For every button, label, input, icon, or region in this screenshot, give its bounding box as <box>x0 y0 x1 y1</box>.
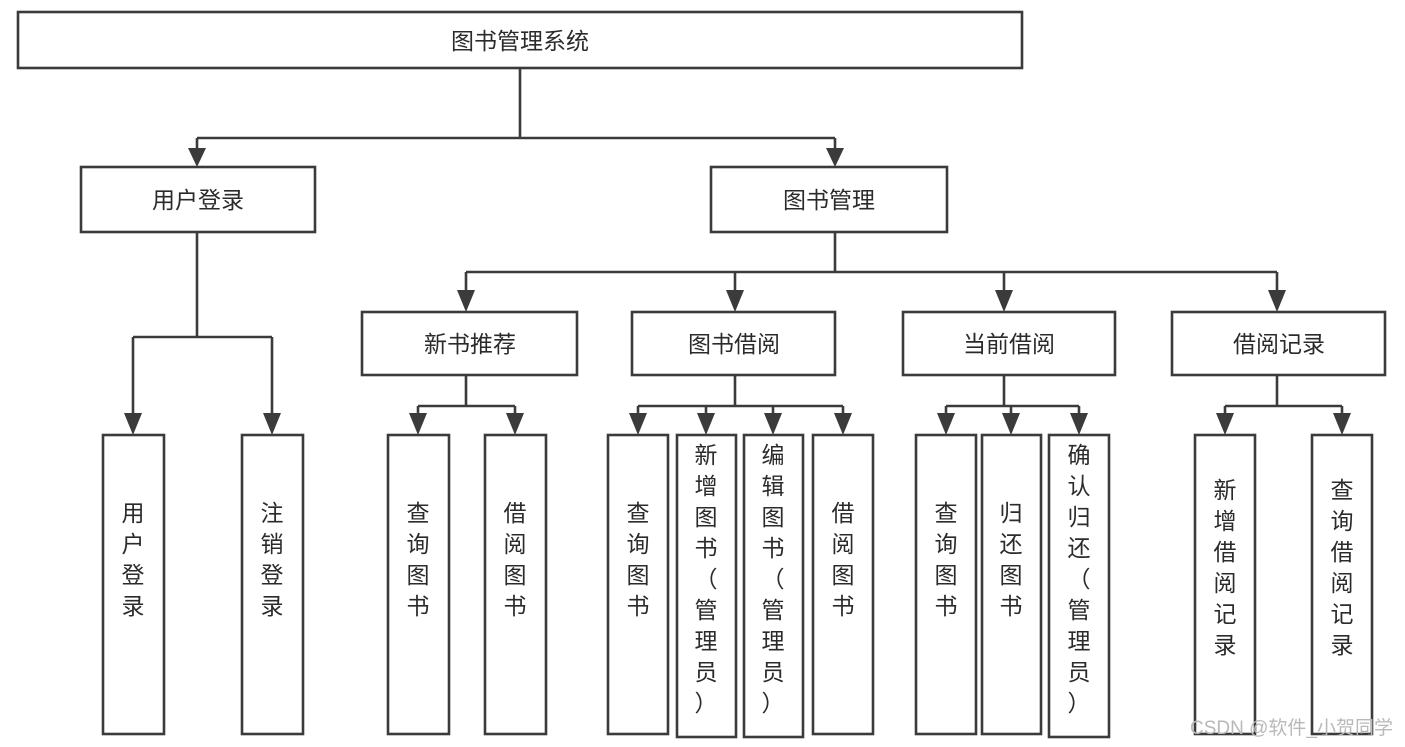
leaf-edit-book[interactable]: 编辑图书（管理员） <box>742 433 805 739</box>
leaf-add-book-label: 新增图书（管理员） <box>695 442 718 716</box>
leaf-borrow-book-1-label: 借阅图书 <box>504 500 527 619</box>
leaf-logout[interactable]: 注销登录 <box>240 433 305 736</box>
arrowhead-leaf-borrow-book-1 <box>506 413 524 435</box>
leaf-add-record[interactable]: 新增借阅记录 <box>1193 433 1257 736</box>
node-borrow-record-label: 借阅记录 <box>1233 331 1325 357</box>
leaf-query-book-3-label: 查询图书 <box>935 500 958 619</box>
leaf-return-book-box[interactable] <box>980 433 1043 736</box>
node-book-borrow-label: 图书借阅 <box>688 331 780 357</box>
leaf-add-record-box[interactable] <box>1193 433 1257 736</box>
arrowhead-leaf-add-book <box>697 413 715 435</box>
leaf-add-book[interactable]: 新增图书（管理员） <box>675 433 738 739</box>
leaf-user-login-box[interactable] <box>101 433 166 736</box>
leaf-query-record-box[interactable] <box>1310 433 1374 736</box>
arrowhead-book-borrow <box>726 290 744 312</box>
arrowhead-leaf-borrow-book-2 <box>834 413 852 435</box>
leaf-query-record[interactable]: 查询借阅记录 <box>1310 433 1374 736</box>
watermark-text: CSDN @软件_小贺同学 <box>1190 717 1393 739</box>
connector-group-user-login <box>124 232 281 435</box>
arrowhead-user-login <box>188 148 206 167</box>
arrowhead-leaf-logout <box>263 413 281 435</box>
leaf-logout-label: 注销登录 <box>261 500 284 619</box>
leaf-user-login-label: 用户登录 <box>122 500 145 619</box>
node-current-borrow-label: 当前借阅 <box>963 331 1055 357</box>
arrowhead-leaf-query-book-1 <box>409 413 427 435</box>
node-borrow-record[interactable]: 借阅记录 <box>1170 310 1387 377</box>
leaf-borrow-book-2[interactable]: 借阅图书 <box>811 433 875 736</box>
leaf-query-book-3-box[interactable] <box>914 433 978 736</box>
leaf-add-book-box[interactable] <box>675 433 738 739</box>
node-root[interactable]: 图书管理系统 <box>16 10 1024 70</box>
leaf-query-book-2[interactable]: 查询图书 <box>606 433 670 736</box>
arrowhead-leaf-return-book <box>1002 413 1020 435</box>
arrowhead-book-manage <box>826 148 844 167</box>
node-current-borrow-box[interactable] <box>901 310 1117 377</box>
arrowhead-leaf-query-book-2 <box>629 413 647 435</box>
leaf-return-book[interactable]: 归还图书 <box>980 433 1043 736</box>
arrowhead-current-borrow <box>995 290 1013 312</box>
arrowhead-leaf-edit-book <box>764 413 782 435</box>
node-book-borrow[interactable]: 图书借阅 <box>630 310 837 377</box>
leaf-return-book-label: 归还图书 <box>1000 500 1023 619</box>
node-user-login-box[interactable] <box>79 165 317 234</box>
connector-group-new-book-recommend <box>409 375 524 435</box>
leaf-borrow-book-1[interactable]: 借阅图书 <box>483 433 548 736</box>
connector-group-root <box>188 68 844 167</box>
connector-group-book-manage <box>457 232 1286 312</box>
arrowhead-leaf-confirm-return <box>1070 413 1088 435</box>
node-new-book-recommend[interactable]: 新书推荐 <box>360 310 579 377</box>
leaf-borrow-book-2-box[interactable] <box>811 433 875 736</box>
arrowhead-new-book-recommend <box>457 290 475 312</box>
leaf-query-book-1[interactable]: 查询图书 <box>386 433 451 736</box>
leaf-borrow-book-1-box[interactable] <box>483 433 548 736</box>
arrowhead-leaf-user-login <box>124 413 142 435</box>
node-book-manage[interactable]: 图书管理 <box>709 165 949 234</box>
node-new-book-recommend-label: 新书推荐 <box>424 331 516 357</box>
node-root-box[interactable] <box>16 10 1024 70</box>
node-user-login-label: 用户登录 <box>152 187 244 213</box>
connector-group-book-borrow <box>629 375 852 435</box>
leaf-add-record-label: 新增借阅记录 <box>1214 477 1237 658</box>
leaf-confirm-return-label: 确认归还（管理员） <box>1068 442 1091 716</box>
arrowhead-leaf-query-book-3 <box>937 413 955 435</box>
leaf-query-book-2-box[interactable] <box>606 433 670 736</box>
leaf-confirm-return[interactable]: 确认归还（管理员） <box>1047 433 1111 739</box>
leaf-edit-book-box[interactable] <box>742 433 805 739</box>
leaf-edit-book-label: 编辑图书（管理员） <box>762 442 785 716</box>
node-borrow-record-box[interactable] <box>1170 310 1387 377</box>
node-book-manage-box[interactable] <box>709 165 949 234</box>
leaf-query-book-1-label: 查询图书 <box>407 500 430 619</box>
leaf-logout-box[interactable] <box>240 433 305 736</box>
leaf-confirm-return-box[interactable] <box>1047 433 1111 739</box>
leaf-query-book-1-box[interactable] <box>386 433 451 736</box>
leaf-user-login[interactable]: 用户登录 <box>101 433 166 736</box>
arrowhead-leaf-add-record <box>1216 413 1234 435</box>
connector-group-current-borrow <box>937 375 1088 435</box>
leaf-query-record-label: 查询借阅记录 <box>1331 477 1354 658</box>
node-book-manage-label: 图书管理 <box>783 187 875 213</box>
leaf-query-book-3[interactable]: 查询图书 <box>914 433 978 736</box>
node-root-label: 图书管理系统 <box>451 28 589 54</box>
node-user-login[interactable]: 用户登录 <box>79 165 317 234</box>
connector-group-borrow-record <box>1216 375 1351 435</box>
leaf-borrow-book-2-label: 借阅图书 <box>832 500 855 619</box>
arrowhead-borrow-record <box>1268 290 1286 312</box>
node-book-borrow-box[interactable] <box>630 310 837 377</box>
leaf-query-book-2-label: 查询图书 <box>627 500 650 619</box>
node-new-book-recommend-box[interactable] <box>360 310 579 377</box>
node-current-borrow[interactable]: 当前借阅 <box>901 310 1117 377</box>
arrowhead-leaf-query-record <box>1333 413 1351 435</box>
